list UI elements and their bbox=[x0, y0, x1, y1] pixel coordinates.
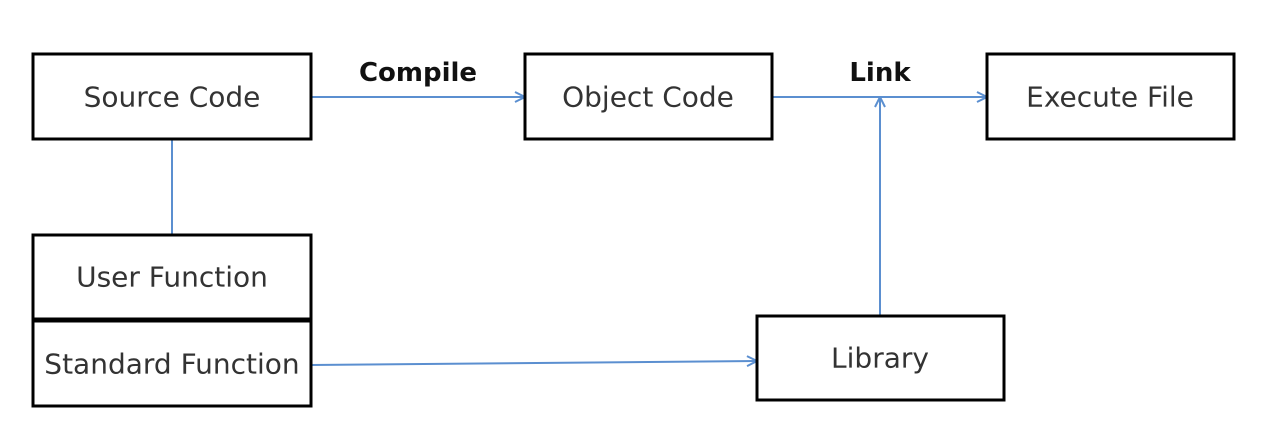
library-label: Library bbox=[831, 342, 929, 375]
execute-file-node: Execute File bbox=[985, 52, 1236, 141]
library-node: Library bbox=[755, 314, 1006, 402]
source-code-node: Source Code bbox=[31, 52, 313, 141]
link-label: Link bbox=[849, 58, 911, 88]
source-code-label: Source Code bbox=[84, 81, 261, 114]
user-function-label: User Function bbox=[76, 261, 268, 294]
object-code-node: Object Code bbox=[523, 52, 774, 141]
standard-function-label: Standard Function bbox=[44, 348, 299, 381]
compile-label: Compile bbox=[359, 58, 477, 88]
standard-function-node: Standard Function bbox=[31, 319, 313, 408]
standard-function-to-library-arrow bbox=[310, 361, 757, 365]
execute-file-label: Execute File bbox=[1026, 81, 1194, 114]
object-code-label: Object Code bbox=[562, 81, 734, 114]
user-function-node: User Function bbox=[31, 233, 313, 321]
